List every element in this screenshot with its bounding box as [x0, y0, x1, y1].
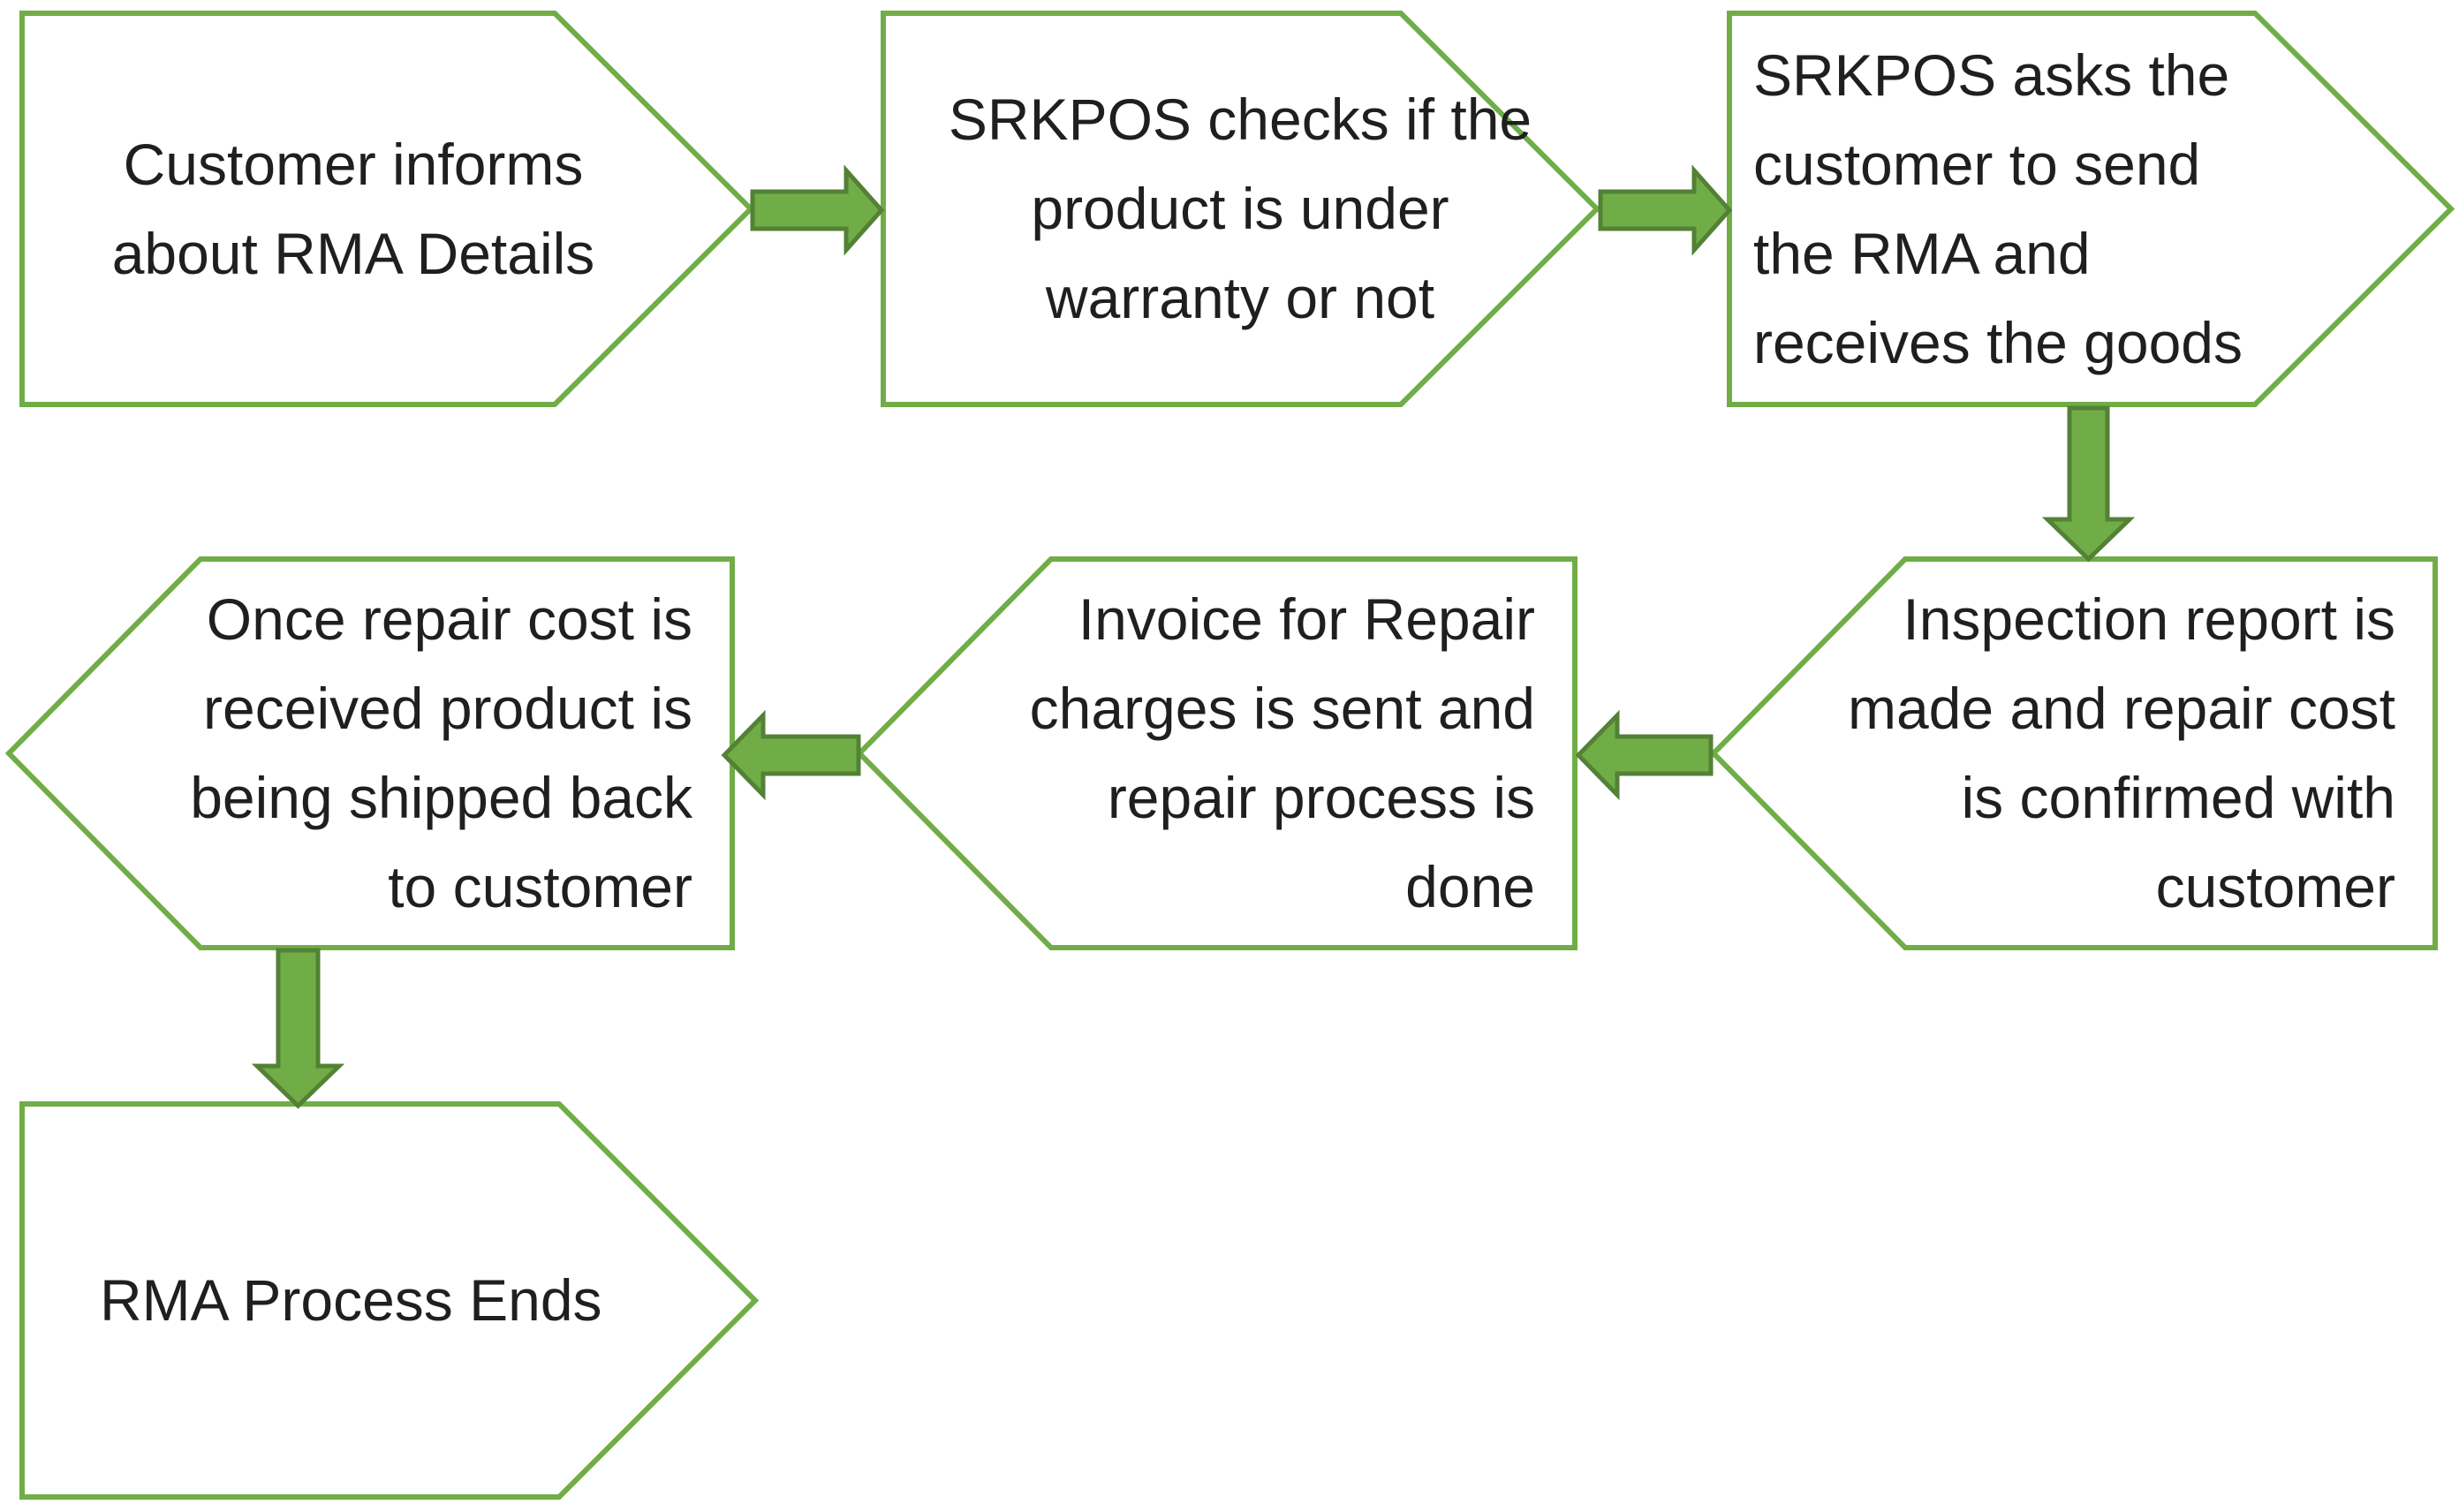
arrow-right-icon	[750, 164, 885, 256]
step-5-label: Invoice for Repair charges is sent and r…	[1029, 586, 1535, 919]
step-5-shape	[855, 556, 1578, 950]
step-3-shape	[1727, 11, 2455, 407]
arrow-left-icon	[1575, 709, 1714, 801]
step-2-shape	[881, 11, 1601, 407]
step-7-shape	[19, 1101, 760, 1500]
step-4-shape	[1709, 556, 2438, 950]
arrow-down-icon	[251, 948, 345, 1109]
arrow-left-icon	[721, 709, 861, 801]
step-3-label: SRKPOS asks the customer to send the RMA…	[1753, 42, 2243, 375]
step-6-label: Once repair cost is received product is …	[190, 586, 692, 919]
step-1-shape	[19, 11, 755, 407]
arrow-right-icon	[1598, 164, 1733, 256]
arrow-down-icon	[2041, 405, 2136, 563]
step-7-label: RMA Process Ends	[100, 1267, 602, 1333]
step-2-label: SRKPOS checks if the product is under wa…	[948, 87, 1532, 330]
step-6-shape	[4, 556, 735, 950]
step-1-label: Customer informs about RMA Details	[111, 131, 595, 286]
step-4-label: Inspection report is made and repair cos…	[1847, 586, 2395, 919]
